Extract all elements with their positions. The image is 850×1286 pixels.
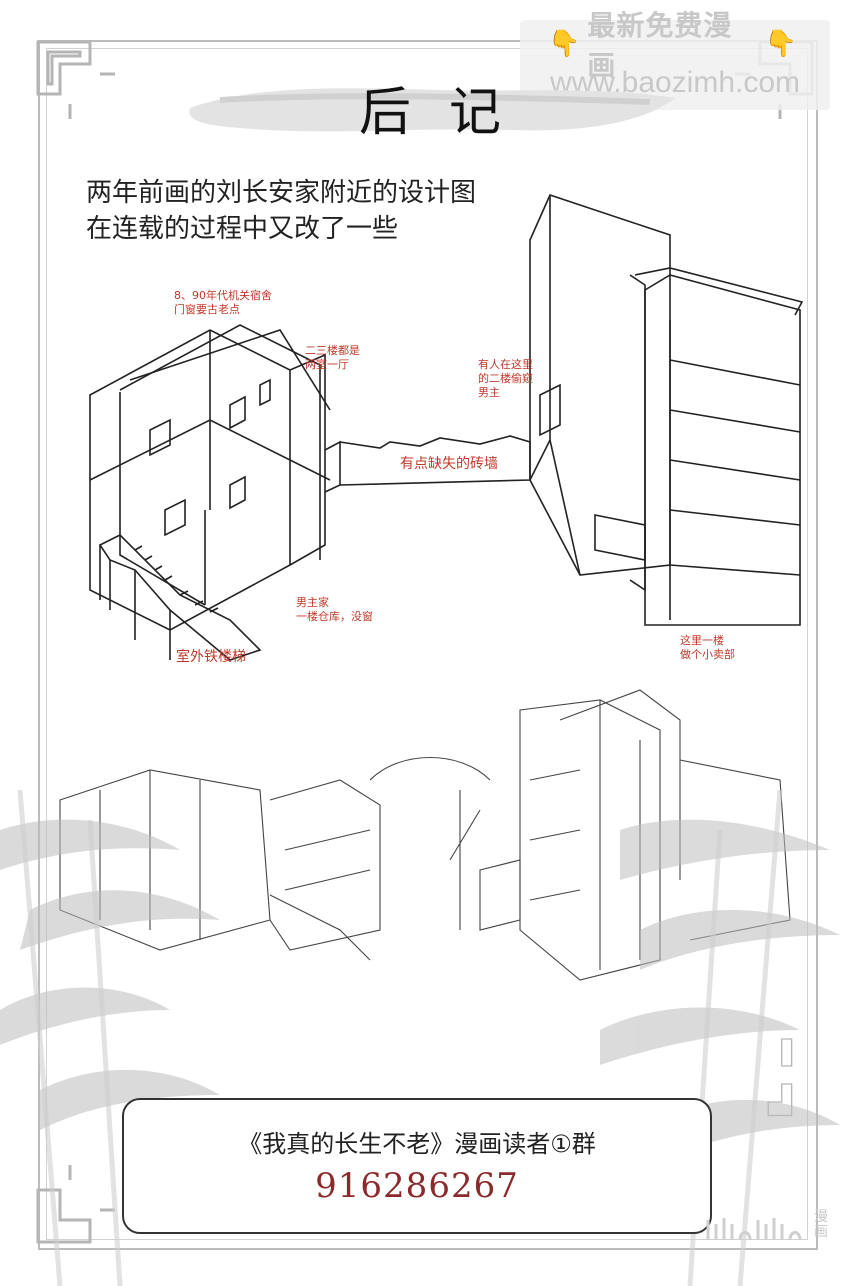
manga-label: 漫画	[814, 1209, 828, 1240]
reader-group-card: 《我真的长生不老》漫画读者①群 916286267	[122, 1098, 712, 1234]
reader-group-number[interactable]: 916286267	[315, 1166, 519, 1206]
annotation-peek-line-2: 的二楼偷窥	[478, 372, 533, 385]
annotation-peek-line-3: 男主	[478, 386, 500, 399]
bilibili-manga-logo: 漫画	[700, 1210, 830, 1270]
pointing-down-hand-icon: 👇	[764, 29, 798, 59]
annotation-stairs: 室外铁楼梯	[176, 649, 246, 665]
watermark-banner: 👇 最新免费漫画 👇 www.baozimh.com	[520, 9, 830, 110]
intro-line-2: 在连载的过程中又改了一些	[86, 214, 399, 244]
intro-line-1: 两年前画的刘长安家附近的设计图	[86, 178, 477, 208]
watermark-top-text: 最新免费漫画	[587, 9, 733, 82]
inner-frame	[46, 48, 808, 1240]
annotation-floors-line-2: 两室一厅	[305, 358, 349, 371]
bilibili-logo-icon	[706, 1218, 802, 1241]
annotation-home: 男主家 一楼仓库，没窗	[296, 596, 373, 624]
annotation-peek-line-1: 有人在这里	[478, 358, 533, 371]
annotation-floors-line-1: 二三楼都是	[305, 344, 360, 357]
annotation-floors: 二三楼都是 两室一厅	[305, 344, 360, 372]
reader-group-title: 《我真的长生不老》漫画读者①群	[238, 1130, 596, 1158]
annotation-shop-line-1: 这里一楼	[680, 634, 724, 647]
annotation-peek: 有人在这里 的二楼偷窥 男主	[478, 358, 533, 400]
brush-stroke-decoration	[189, 88, 675, 132]
annotation-shop: 这里一楼 做个小卖部	[680, 634, 735, 662]
corner-ornament-bottom-left	[36, 1165, 115, 1244]
annotation-wall: 有点缺失的砖墙	[400, 456, 498, 472]
pointing-down-hand-icon: 👇	[548, 29, 582, 59]
annotation-home-line-1: 男主家	[296, 596, 329, 609]
watermark-top: 👇 最新免费漫画 👇	[548, 9, 798, 82]
annotation-shop-line-2: 做个小卖部	[680, 648, 735, 661]
outer-frame	[38, 40, 818, 1250]
corner-ornament-top-left	[36, 40, 115, 119]
intro-text: 两年前画的刘长安家附近的设计图 在连载的过程中又改了一些	[86, 175, 476, 247]
bamboo-ink-background	[0, 790, 840, 1286]
annotation-dorm-line-2: 门窗要古老点	[174, 303, 240, 316]
annotation-dorm-line-1: 8、90年代机关宿舍	[174, 289, 272, 302]
annotation-home-line-2: 一楼仓库，没窗	[296, 610, 373, 623]
annotation-dorm: 8、90年代机关宿舍 门窗要古老点	[174, 289, 272, 317]
building-design-sketch	[89, 194, 804, 661]
title-area: 后记	[180, 60, 680, 160]
page-title: 后记	[358, 83, 539, 143]
